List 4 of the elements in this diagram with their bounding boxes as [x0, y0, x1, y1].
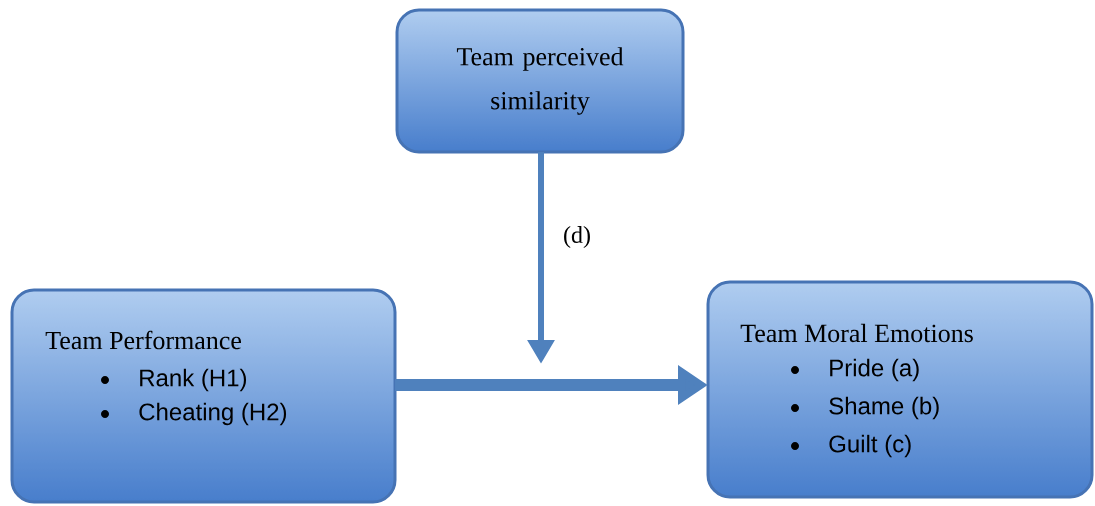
variable-box: Team Moral Emotions Pride (a) Shame (b) Guilt (c) — [706, 280, 1094, 499]
edge-label: (d) — [564, 226, 590, 248]
variable-box: Team Performance Rank (H1) Cheating (H2) — [10, 288, 397, 504]
variable-box: Team perceived similarity — [395, 8, 685, 154]
